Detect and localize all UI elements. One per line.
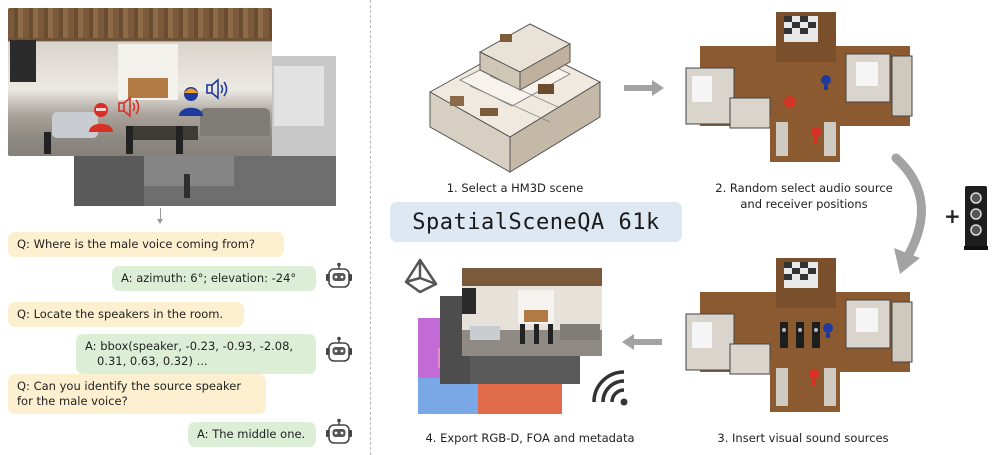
answer-text-line2: 0.31, 0.63, 0.32) ... — [97, 354, 208, 368]
plus-sign: + — [944, 204, 961, 228]
loudspeaker-icon — [176, 126, 183, 154]
rgb-render-shapes — [462, 268, 602, 356]
hm3d-house-3d-model — [428, 23, 602, 173]
speaking-person-icon — [179, 87, 203, 116]
question-bubble: Q: Where is the male voice coming from? — [8, 232, 284, 257]
loudspeaker-icon — [44, 132, 51, 154]
question-text: Q: Where is the male voice coming from? — [17, 237, 256, 251]
television — [10, 40, 36, 82]
left-arrow-icon — [622, 334, 662, 350]
robot-icon — [326, 262, 352, 288]
loudspeaker-icon — [964, 186, 988, 250]
robot-icon — [326, 336, 352, 362]
unity-logo-icon — [404, 258, 438, 294]
answer-text: A: azimuth: 6°; elevation: -24° — [121, 271, 297, 285]
step-4-label: 4. Export RGB-D, FOA and metadata — [425, 431, 635, 445]
question-text: Q: Locate the speakers in the room. — [17, 307, 224, 321]
floor — [8, 136, 272, 156]
question-bubble: Q: Locate the speakers in the room. — [8, 302, 244, 327]
down-arrow — [157, 208, 163, 224]
answer-bubble: A: bbox(speaker, -0.23, -0.93, -2.08, 0.… — [76, 334, 316, 374]
loudspeaker-icon — [126, 126, 133, 154]
coffee-table — [128, 126, 198, 140]
step-2-label: 2. Random select audio source and receiv… — [694, 180, 914, 212]
wooden-ceiling — [8, 8, 272, 38]
question-text-line2: for the male voice? — [17, 394, 128, 408]
right-arrow-icon — [624, 80, 664, 96]
signal-waves-icon — [592, 370, 628, 406]
kitchen-cabinet — [128, 78, 168, 98]
top-down-floorplan-with-sources — [685, 258, 913, 412]
rgb-render-image — [462, 268, 602, 356]
answer-text: A: The middle one. — [197, 427, 306, 441]
step-3-label: 3. Insert visual sound sources — [717, 431, 889, 445]
room-rgb-image — [8, 8, 272, 156]
top-down-floorplan — [685, 12, 913, 162]
question-bubble: Q: Can you identify the source speaker f… — [8, 374, 266, 414]
answer-bubble: A: The middle one. — [188, 422, 316, 447]
step-1-label: 1. Select a HM3D scene — [446, 181, 584, 195]
sound-wave-icon — [206, 78, 228, 100]
robot-icon — [326, 418, 352, 444]
sound-wave-icon — [118, 96, 140, 118]
curved-arrow-icon — [891, 153, 926, 274]
step-2-label-line2: and receiver positions — [740, 197, 868, 211]
sofa — [200, 108, 270, 136]
armchair — [52, 112, 98, 138]
question-text-line1: Q: Can you identify the source speaker — [17, 379, 242, 393]
panel-divider — [370, 0, 371, 455]
dataset-title-box: SpatialSceneQA 61k — [390, 202, 682, 242]
speaking-person-icon — [89, 103, 113, 132]
answer-text-line1: A: bbox(speaker, -0.23, -0.93, -2.08, — [85, 339, 294, 353]
answer-bubble: A: azimuth: 6°; elevation: -24° — [112, 266, 316, 291]
dataset-title: SpatialSceneQA 61k — [412, 209, 660, 235]
step-2-label-line1: 2. Random select audio source — [715, 181, 893, 195]
